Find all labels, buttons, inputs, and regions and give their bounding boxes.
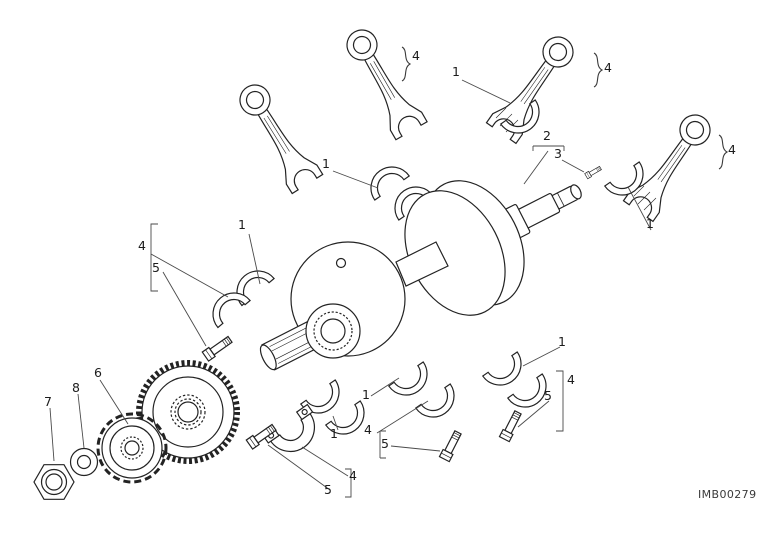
brace-icon — [593, 52, 603, 88]
gear-teeth — [136, 360, 240, 464]
washer — [69, 447, 99, 477]
callout-number: 2 — [543, 128, 551, 143]
callout-number: 5 — [324, 482, 332, 497]
callout-number: 1 — [452, 64, 460, 79]
bearing-shell — [388, 361, 436, 404]
shaft-screw — [584, 165, 603, 180]
callout-number: 5 — [381, 436, 389, 451]
callout-number: 1 — [646, 216, 654, 231]
callout-number: 4 — [728, 142, 736, 157]
callout-number: 6 — [94, 365, 102, 380]
callout-number: 1 — [362, 387, 370, 402]
connecting-rod — [338, 22, 428, 141]
callout-number: 3 — [554, 146, 562, 161]
callout-number: 4 — [412, 48, 420, 63]
brace-icon — [718, 134, 728, 170]
callout-number: 4 — [138, 238, 146, 253]
callout-number: 4 — [604, 60, 612, 75]
callout-number: 1 — [330, 426, 338, 441]
callout-number: 1 — [558, 334, 566, 349]
callout-number: 8 — [72, 380, 80, 395]
callout-number: 4 — [349, 468, 357, 483]
callout-number: 5 — [544, 388, 552, 403]
brace-icon — [401, 46, 411, 82]
callout-number: 5 — [152, 260, 160, 275]
drive-flange — [96, 412, 168, 484]
connecting-rod — [231, 77, 324, 195]
callout-number: 4 — [567, 372, 575, 387]
callout-number: 1 — [322, 156, 330, 171]
cap-bolt — [201, 334, 234, 362]
callout-number: 1 — [238, 217, 246, 232]
flange-scallops — [96, 412, 168, 484]
crankshaft — [259, 180, 582, 371]
leader-lines — [49, 79, 652, 498]
crankshaft-nut — [33, 464, 75, 500]
cap-bolt — [438, 429, 464, 463]
crank-pin — [395, 241, 449, 287]
image-code: IMB00279 — [698, 488, 757, 501]
callout-number: 4 — [364, 422, 372, 437]
bearing-shell — [482, 351, 530, 394]
callout-number: 7 — [44, 394, 52, 409]
